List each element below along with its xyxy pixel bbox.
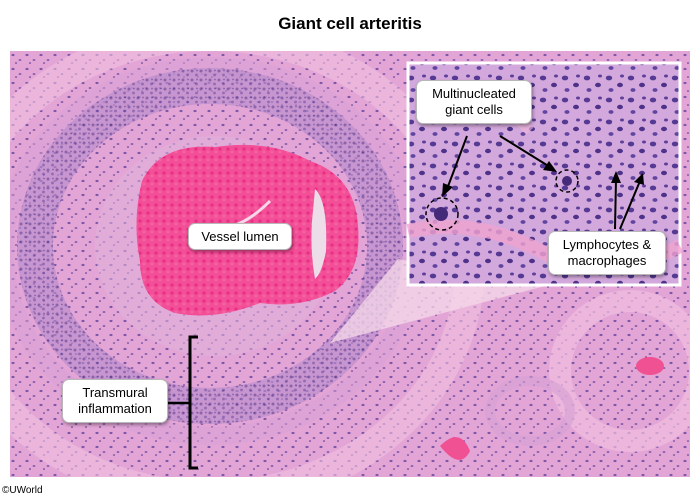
copyright-credit: ©UWorld (2, 485, 43, 496)
histology-image (10, 51, 690, 477)
giant-cells-line2: giant cells (445, 102, 503, 117)
vessel-lumen-label: Vessel lumen (188, 223, 292, 250)
transmural-line1: Transmural (82, 385, 148, 400)
vessel-lumen-text: Vessel lumen (201, 229, 279, 244)
giant-cells-label: Multinucleated giant cells (416, 80, 532, 124)
giant-cells-line1: Multinucleated (432, 86, 516, 101)
figure-title: Giant cell arteritis (278, 14, 422, 33)
lymphocytes-line2: macrophages (567, 253, 647, 268)
transmural-inflammation-label: Transmural inflammation (62, 379, 168, 423)
lymphocytes-label: Lymphocytes & macrophages (548, 231, 666, 275)
transmural-line2: inflammation (78, 401, 152, 416)
lymphocytes-line1: Lymphocytes & (562, 237, 652, 252)
